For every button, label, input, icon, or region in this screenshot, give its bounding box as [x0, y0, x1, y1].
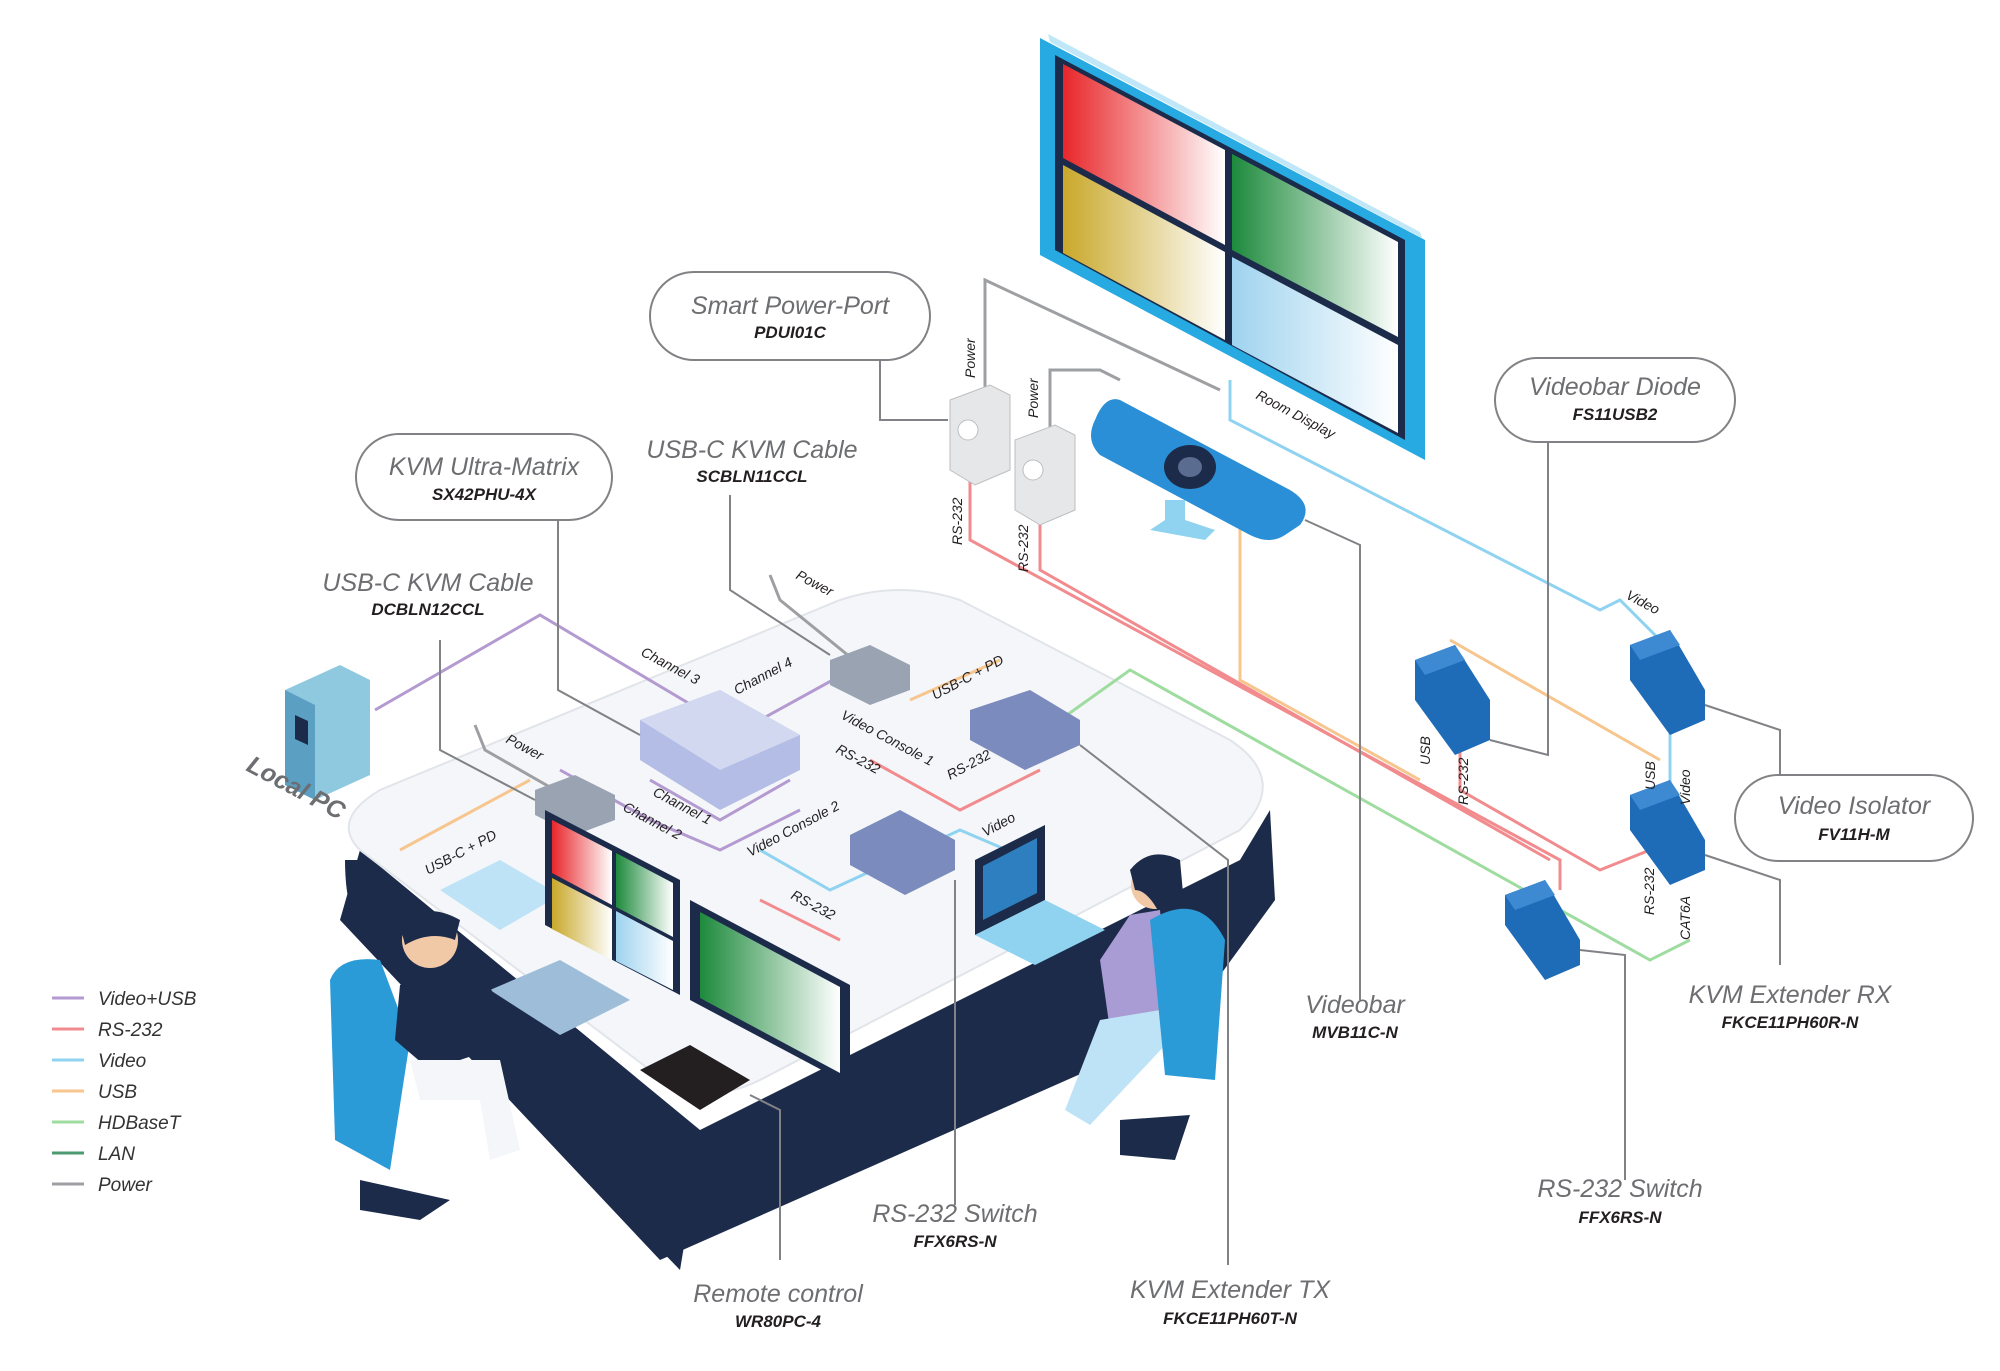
legend-label-video_usb: Video+USB [98, 989, 197, 1010]
bubble-smart-power-port [649, 271, 931, 361]
label-rs232-switch-right-model: FFX6RS-N [1578, 1208, 1662, 1227]
cables [374, 277, 1691, 962]
video-isolator-device [1630, 630, 1705, 735]
cable-label-usb-2: USB [1642, 761, 1658, 790]
videobar-device [1091, 399, 1306, 540]
smart-power-port-1 [949, 384, 1011, 486]
label-kvm-extender-tx-title: KVM Extender TX [1130, 1276, 1331, 1304]
operator-left [330, 911, 520, 1220]
kvm-extender-rx-device [1630, 780, 1705, 885]
label-rs232-switch-center-title: RS-232 Switch [872, 1200, 1037, 1228]
label-video-isolator-title: Video Isolator [1778, 792, 1932, 820]
legend-label-video: Video [98, 1051, 146, 1072]
smart-power-port-2 [1014, 424, 1076, 526]
cable-usbc-pd [399, 778, 531, 852]
videobar-diode-device [1415, 645, 1490, 755]
cable-rs232-c [1458, 740, 1651, 872]
label-videobar-diode-model: FS11USB2 [1573, 405, 1658, 424]
bubble-kvm-ultra-matrix [355, 433, 613, 521]
cable-label-rs232-2: RS-232 [1015, 524, 1031, 572]
label-usbc-kvm-cable-1-title: USB-C KVM Cable [646, 436, 857, 464]
label-videobar-model: MVB11C-N [1312, 1023, 1398, 1042]
rs232-switch-right-device [1505, 880, 1580, 980]
usbc-kvm-cable-box-1 [830, 645, 910, 705]
cable-rs232-b [1038, 510, 1551, 862]
label-videobar-diode-title: Videobar Diode [1529, 373, 1701, 401]
kvm-extender-tx-device [970, 690, 1080, 770]
label-kvm-ultra-matrix-model: SX42PHU-4X [432, 485, 538, 504]
display-tile-blue [1232, 257, 1398, 433]
cable-power-ext [473, 724, 556, 792]
legend-label-power: Power [98, 1175, 153, 1196]
label-rs232-switch-center-model: FFX6RS-N [913, 1232, 997, 1251]
rs232-switch-center-device [850, 810, 955, 895]
cable-hdbaset [1059, 668, 1691, 962]
legend-label-hdbaset: HDBaseT [98, 1113, 182, 1134]
label-rs232-switch-right-title: RS-232 Switch [1537, 1175, 1702, 1203]
cable-usb-videobar [1238, 520, 1421, 782]
cable-channel-1 [649, 778, 791, 822]
label-kvm-extender-rx-title: KVM Extender RX [1689, 981, 1893, 1009]
kvm-ultra-matrix-device [640, 690, 800, 810]
cable-rs232-d [869, 758, 1041, 812]
label-video-isolator-model: FV11H-M [1818, 825, 1890, 844]
label-kvm-ultra-matrix-title: KVM Ultra-Matrix [389, 453, 581, 481]
cable-label-rs232-1: RS-232 [949, 497, 965, 545]
legend-label-lan: LAN [98, 1144, 135, 1165]
bubble-videobar-diode [1494, 357, 1736, 443]
room-display [1040, 34, 1425, 460]
display-tile-gold [1063, 165, 1225, 340]
laptop-user-1 [440, 860, 560, 930]
bubble-video-isolator [1734, 774, 1974, 862]
cable-power-display-2 [1048, 368, 1121, 445]
legend-label-usb: USB [98, 1082, 137, 1103]
cable-label-power-2: Power [1025, 377, 1041, 418]
cable-usbc-pd-2 [909, 658, 1001, 702]
label-remote-control-model: WR80PC-4 [735, 1312, 822, 1331]
cable-label-video-1: Video [1624, 587, 1663, 618]
laptop-user-2 [975, 825, 1105, 965]
display-tile-green [1232, 154, 1398, 337]
label-kvm-extender-rx-model: FKCE11PH60R-N [1722, 1013, 1859, 1032]
cable-label-cat6a: CAT6A [1677, 896, 1693, 940]
label-smart-power-port-model: PDUI01C [754, 323, 827, 342]
label-usbc-kvm-cable-2-model: DCBLN12CCL [371, 600, 484, 619]
label-usbc-kvm-cable-2-title: USB-C KVM Cable [322, 569, 533, 597]
cable-label-video-2: Video [1677, 769, 1693, 805]
cable-label-power-3: Power [794, 567, 838, 600]
monitor-left [545, 810, 680, 995]
cable-label-rs232-7: RS-232 [1641, 867, 1657, 915]
remote-control-device [640, 1045, 750, 1110]
monitor-right [690, 900, 850, 1085]
cable-power-kvm [768, 574, 861, 667]
cable-video-room [1228, 380, 1662, 642]
legend-label-rs232: RS-232 [98, 1020, 163, 1041]
operator-right [1065, 854, 1225, 1160]
cable-rs232-a [968, 470, 1562, 890]
cable-label-usb-1: USB [1417, 736, 1433, 765]
leader-lines [439, 360, 1781, 1265]
display-tile-red [1063, 64, 1225, 245]
label-videobar-title: Videobar [1305, 991, 1406, 1019]
cable-rs232-e [759, 898, 841, 942]
cable-label-rs232-6: RS-232 [1455, 757, 1471, 805]
label-usbc-kvm-cable-1-model: SCBLN11CCL [696, 467, 807, 486]
cable-label-power-1: Power [962, 337, 978, 378]
label-smart-power-port-title: Smart Power-Port [691, 292, 890, 320]
local-pc [285, 665, 370, 800]
cable-usb-rx [1449, 638, 1661, 762]
keyboard [490, 960, 630, 1035]
label-remote-control-title: Remote control [693, 1280, 864, 1308]
cable-power-display-1 [983, 277, 1221, 395]
label-kvm-extender-tx-model: FKCE11PH60T-N [1163, 1309, 1298, 1328]
